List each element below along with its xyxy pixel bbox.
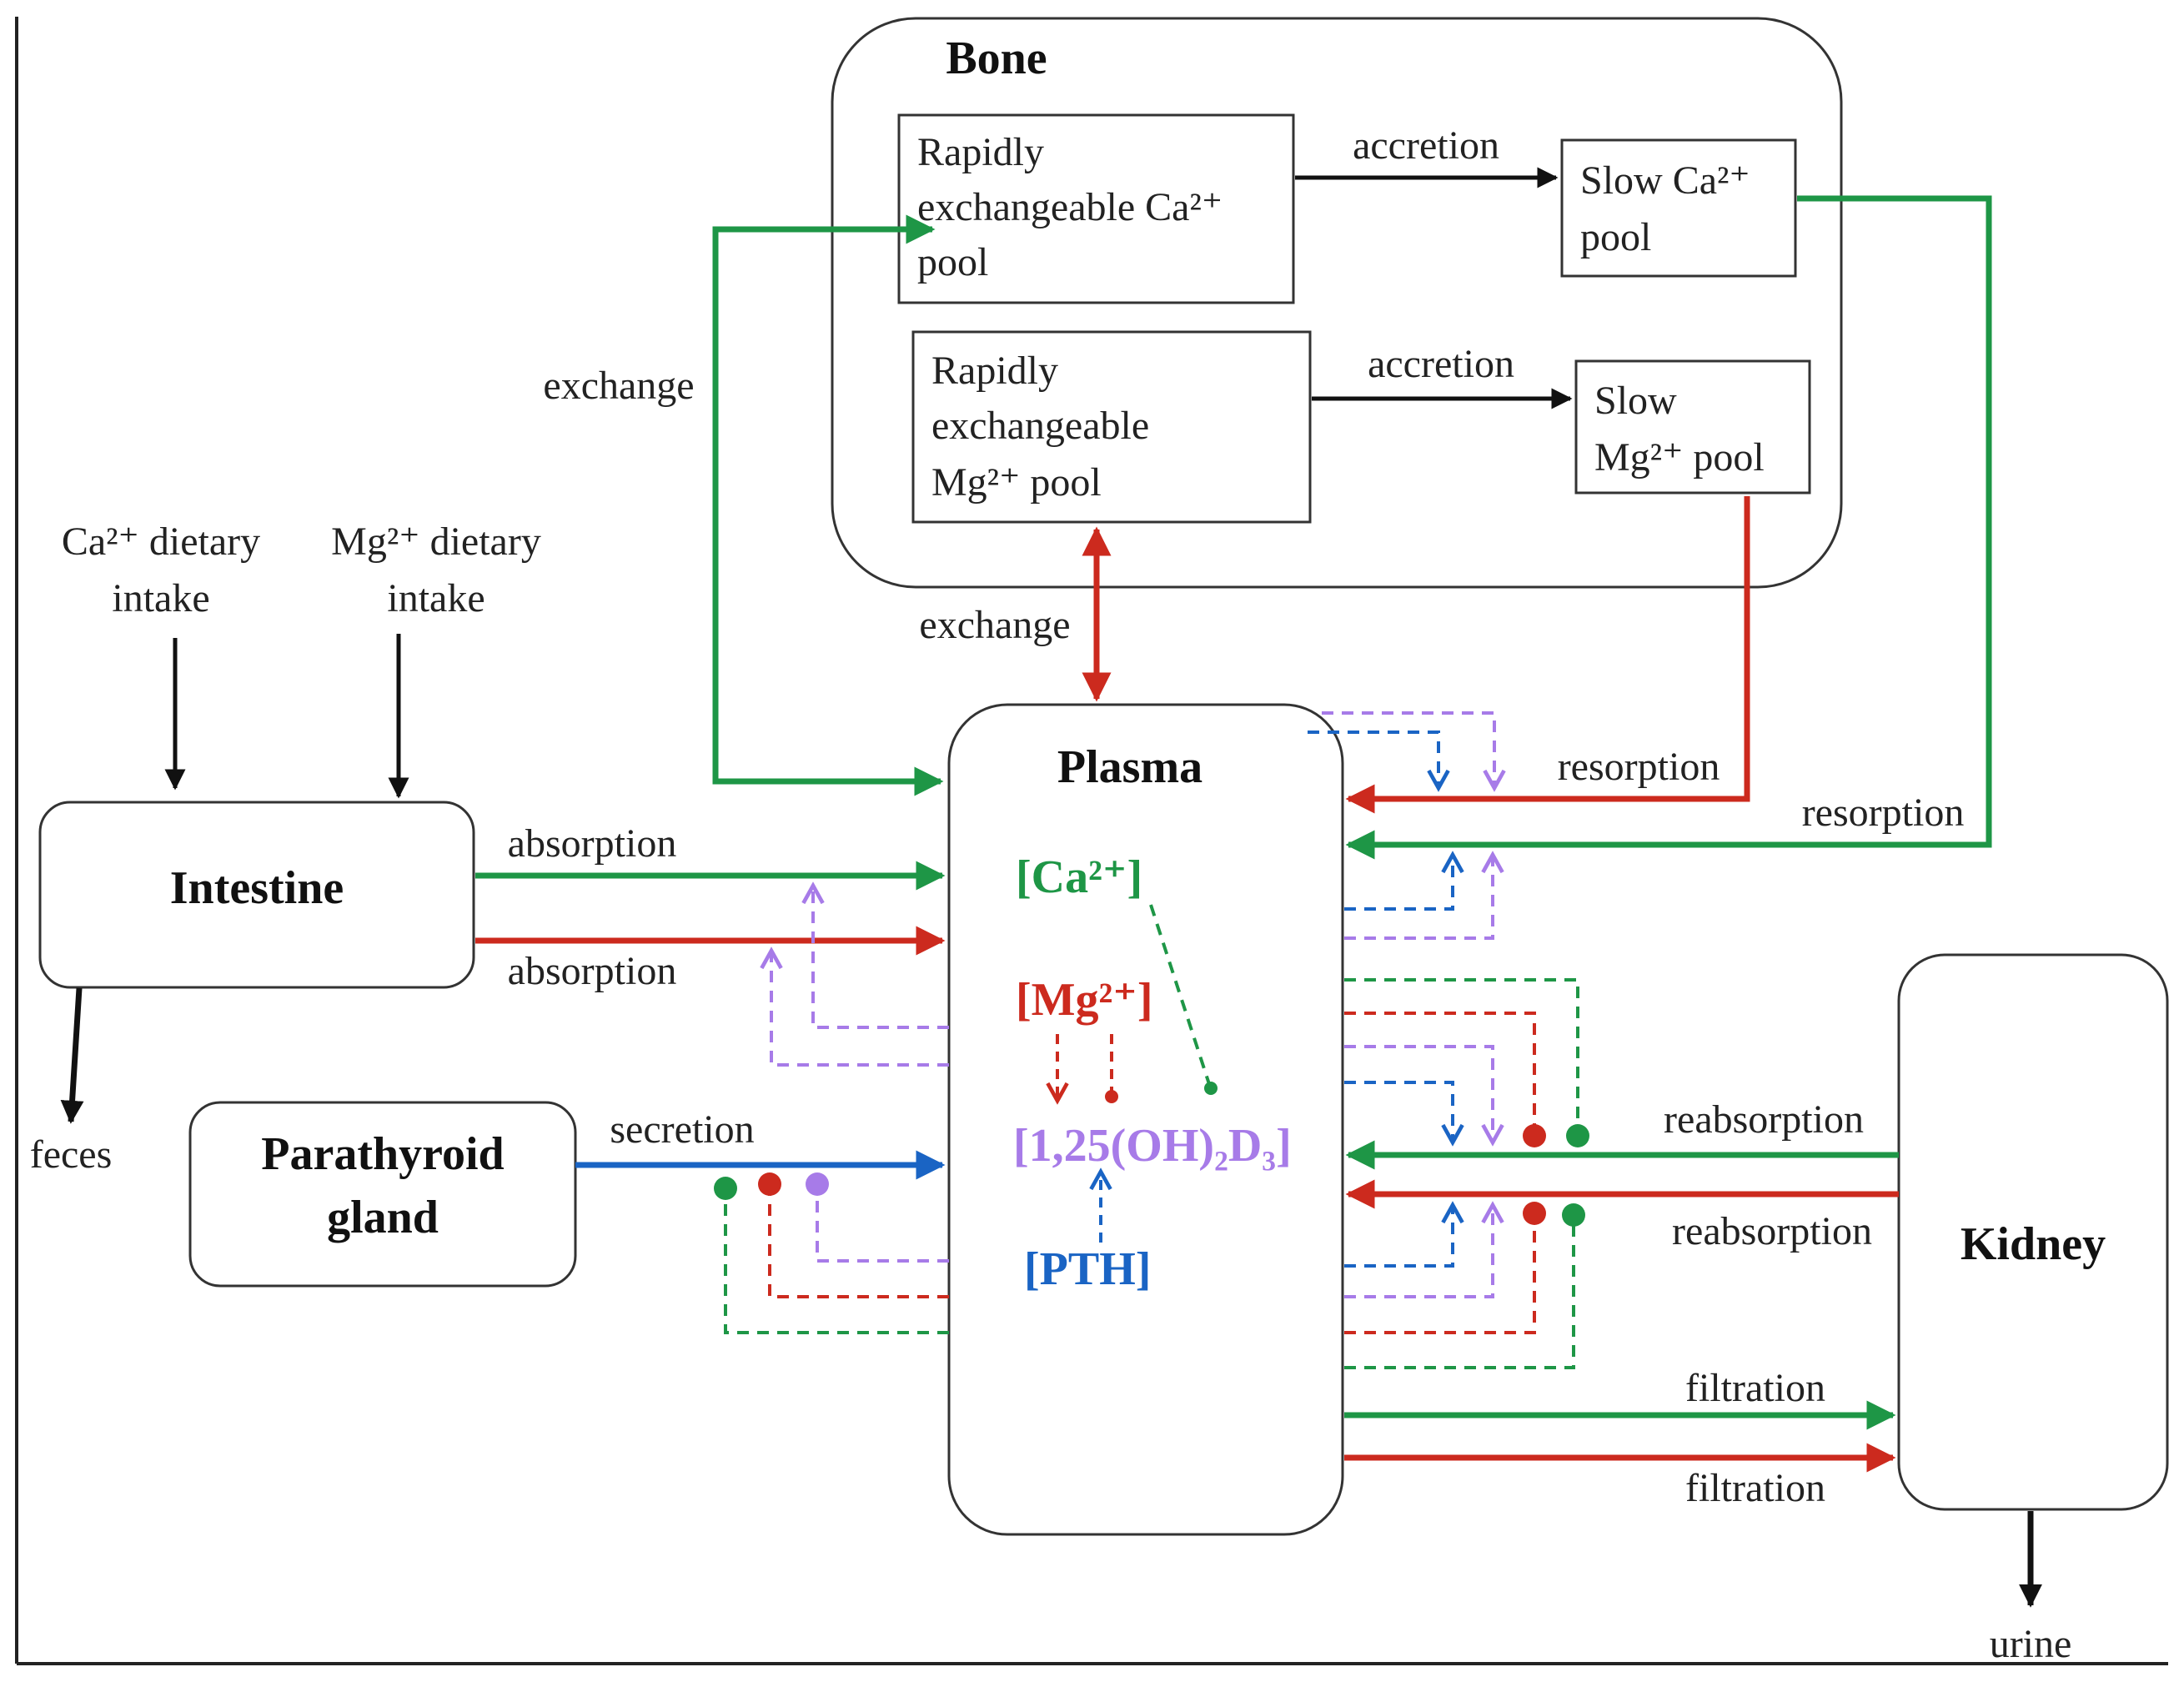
absorption-ca-label: absorption — [508, 821, 677, 866]
ca-inhibits-ca-reabsorption-dot — [1566, 1124, 1589, 1147]
plasma-ca-concentration: [Ca²⁺] — [1016, 851, 1142, 903]
mg-inhibits-secretion — [768, 1188, 949, 1298]
slow-mg-pool-box: Slow Mg²⁺ pool — [1574, 359, 1811, 495]
resorption-mg-arrow — [1345, 496, 1750, 814]
ca-dietary-intake: Ca²⁺ dietary intake — [62, 520, 260, 791]
vitd-inhibits-secretion-dot — [806, 1172, 829, 1196]
ca-inhibits-mg-reabsorption-dot — [1562, 1203, 1585, 1227]
ca-intake-line-1: Ca²⁺ dietary — [62, 520, 260, 564]
exchange-mg-label: exchange — [919, 603, 1070, 647]
vitd-stimulates-ca-reabsorption — [1344, 1045, 1493, 1142]
rapid-mg-pool-line-2: exchangeable — [931, 404, 1149, 448]
vitd-stimulates-mg-absorption — [771, 951, 949, 1067]
ca-inhibits-secretion — [724, 1192, 949, 1334]
ca-inhibits-vitd-dot — [1204, 1082, 1218, 1095]
reabsorption-ca-label: reabsorption — [1664, 1097, 1864, 1142]
mg-dietary-intake: Mg²⁺ dietary intake — [331, 520, 541, 799]
slow-mg-pool-line-2: Mg²⁺ pool — [1594, 435, 1765, 479]
urine-label: urine — [1990, 1622, 2072, 1666]
rapid-ca-pool-line-3: pool — [917, 240, 988, 284]
rapid-ca-pool-box: Rapidly exchangeable Ca²⁺ pool — [897, 113, 1295, 304]
exchange-ca-arrow — [712, 214, 944, 796]
pth-stimulates-mg-reabsorption — [1344, 1205, 1453, 1268]
slow-ca-pool-line-1: Slow Ca²⁺ — [1580, 158, 1750, 203]
intestine-compartment: Intestine feces — [30, 801, 475, 1177]
plasma-title: Plasma — [1057, 741, 1202, 793]
mg-inhibits-mg-reabsorption-dot — [1523, 1202, 1546, 1225]
filtration-mg-label: filtration — [1685, 1466, 1825, 1510]
slow-ca-pool-box: Slow Ca²⁺ pool — [1560, 138, 1797, 278]
mg-inhibits-mg-reabsorption — [1344, 1218, 1536, 1334]
accretion-ca-label: accretion — [1353, 123, 1499, 168]
resorption-ca-label: resorption — [1802, 791, 1965, 835]
reabsorption-mg-label: reabsorption — [1672, 1209, 1872, 1253]
exchange-ca-label: exchange — [543, 364, 694, 408]
vitd-inhibits-secretion — [816, 1188, 949, 1263]
intestine-title: Intestine — [170, 862, 344, 914]
pth-stimulates-ca-reabsorption — [1344, 1081, 1453, 1142]
bone-compartment: Bone Rapidly exchangeable Ca²⁺ pool Rapi… — [831, 17, 1843, 589]
slow-mg-pool-line-1: Slow — [1594, 379, 1677, 423]
slow-ca-pool-line-2: pool — [1580, 215, 1651, 259]
bone-title: Bone — [946, 33, 1047, 84]
rapid-mg-pool-line-1: Rapidly — [931, 349, 1058, 393]
rapid-mg-pool-line-3: Mg²⁺ pool — [931, 460, 1102, 505]
pth-stimulates-mg-resorption — [1308, 731, 1438, 788]
vitd-stimulates-mg-reabsorption — [1344, 1205, 1493, 1298]
plasma-mg-concentration: [Mg²⁺] — [1016, 974, 1153, 1026]
rapid-ca-pool-line-2: exchangeable Ca²⁺ — [917, 185, 1223, 229]
mg-inhibits-ca-reabsorption-dot — [1523, 1124, 1546, 1147]
plasma-vitd-concentration: [1,25(OH)₂D₃] — [1013, 1120, 1292, 1172]
feces-label: feces — [30, 1132, 113, 1177]
resorption-ca-arrow — [1345, 195, 1992, 860]
feces-arrow — [60, 987, 84, 1124]
vitd-stimulates-mg-resorption — [1322, 711, 1494, 788]
mg-inhibits-secretion-dot — [758, 1172, 781, 1196]
mg-intake-line-2: intake — [387, 576, 484, 620]
parathyroid-title-line-1: Parathyroid — [261, 1128, 504, 1180]
resorption-mg-label: resorption — [1558, 745, 1720, 789]
mg-inhibits-ca-reabsorption — [1344, 1012, 1536, 1134]
plasma-compartment: Plasma [Ca²⁺] [Mg²⁺] [1,25(OH)₂D₃] [PTH] — [947, 703, 1344, 1536]
pth-stimulates-ca-resorption — [1344, 855, 1453, 911]
kidney-title: Kidney — [1961, 1218, 2106, 1270]
ca-inhibits-ca-reabsorption — [1344, 978, 1579, 1134]
parathyroid-title-line-2: gland — [327, 1192, 439, 1243]
parathyroid-compartment: Parathyroid gland — [188, 1101, 577, 1288]
rapid-mg-pool-box: Rapidly exchangeable Mg²⁺ pool — [911, 330, 1312, 524]
plasma-pth-concentration: [PTH] — [1024, 1243, 1151, 1295]
vitd-stimulates-ca-absorption — [813, 886, 949, 1029]
kidney-compartment: Kidney urine — [1897, 953, 2169, 1666]
ca-inhibits-vitd — [1149, 904, 1211, 1085]
mg-inhibits-vitd-dot — [1105, 1090, 1118, 1103]
absorption-mg-label: absorption — [508, 949, 677, 993]
accretion-mg-label: accretion — [1368, 342, 1514, 386]
mg-intake-line-1: Mg²⁺ dietary — [331, 520, 541, 564]
ca-inhibits-secretion-dot — [714, 1177, 737, 1200]
rapid-ca-pool-line-1: Rapidly — [917, 130, 1044, 174]
ca-intake-line-2: intake — [112, 576, 209, 620]
filtration-ca-label: filtration — [1685, 1366, 1825, 1410]
secretion-label: secretion — [610, 1107, 754, 1152]
ca-inhibits-mg-reabsorption — [1344, 1219, 1575, 1369]
vitd-stimulates-ca-resorption — [1344, 855, 1493, 940]
